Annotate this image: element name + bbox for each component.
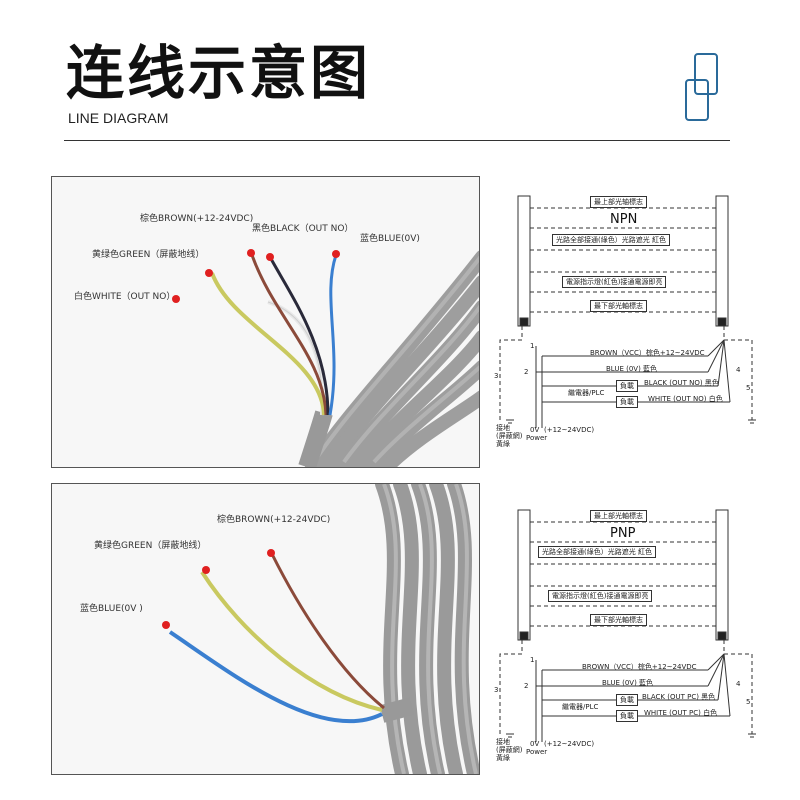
label-power-indicator: 電源指示燈(紅色)接通電源即亮 xyxy=(548,590,653,602)
label-brown: BROWN（VCC）棕色+12~24VDC xyxy=(582,663,697,671)
terminal-3: 3 xyxy=(494,372,499,380)
label-black: 黑色BLACK（OUT NO） xyxy=(252,224,354,234)
label-power: Power xyxy=(526,748,548,756)
terminal-2: 2 xyxy=(524,682,529,690)
terminal-5: 5 xyxy=(746,384,751,392)
marker-green xyxy=(202,566,210,574)
brand-logo-icon xyxy=(685,53,718,121)
label-white: 白色WHITE（OUT NO） xyxy=(74,292,176,302)
label-load-1: 負載 xyxy=(616,694,638,706)
label-vdc: (+12~24VDC) xyxy=(544,426,595,434)
label-status: 光路全部接通(綠色）光路遮光 紅色 xyxy=(552,234,670,246)
marker-brown xyxy=(247,249,255,257)
page-subtitle: LINE DIAGRAM xyxy=(68,110,169,126)
terminal-4: 4 xyxy=(736,680,741,688)
label-blue: 蓝色BLUE(0V ) xyxy=(80,604,143,614)
wiring-diagram-npn-lines xyxy=(499,195,756,428)
label-ground: 接地 (屏蔽網) 黃綠 xyxy=(496,738,523,762)
terminal-1: 1 xyxy=(530,342,535,350)
label-brown: 棕色BROWN(+12-24VDC) xyxy=(140,214,254,224)
label-blue: BLUE (0V) 藍色 xyxy=(602,679,654,687)
terminal-4: 4 xyxy=(736,366,741,374)
label-load-1: 負載 xyxy=(616,380,638,392)
terminal-5: 5 xyxy=(746,698,751,706)
diagram-type: PNP xyxy=(610,526,636,541)
marker-black xyxy=(266,253,274,261)
label-relay: 繼電器/PLC xyxy=(562,703,599,711)
label-white: WHITE (OUT NO) 白色 xyxy=(648,395,723,403)
wiring-diagram-pnp-lines xyxy=(499,509,756,742)
marker-white xyxy=(172,295,180,303)
label-vdc: (+12~24VDC) xyxy=(544,740,595,748)
label-brown: BROWN（VCC）棕色+12~24VDC xyxy=(590,349,705,357)
diagram-type: NPN xyxy=(610,212,638,227)
label-load-2: 負載 xyxy=(616,710,638,722)
label-power: Power xyxy=(526,434,548,442)
label-black: BLACK (OUT NO) 黑色 xyxy=(644,379,719,387)
label-black: BLACK (OUT PC) 黑色 xyxy=(642,693,716,701)
label-load-2: 負載 xyxy=(616,396,638,408)
label-green: 黄绿色GREEN（屏蔽地线） xyxy=(92,250,205,260)
label-zero-v: 0V xyxy=(530,740,540,748)
label-top-beam: 最上部光轴標志 xyxy=(590,196,647,208)
label-top-beam: 最上部光軸標志 xyxy=(590,510,647,522)
label-blue: BLUE (0V) 藍色 xyxy=(606,365,658,373)
marker-brown xyxy=(267,549,275,557)
wiring-diagram-npn: 最上部光轴標志 NPN 光路全部接通(綠色）光路遮光 紅色 電源指示燈(紅色)接… xyxy=(492,180,762,460)
header-divider xyxy=(64,140,730,141)
label-blue: 蓝色BLUE(0V) xyxy=(360,234,420,244)
terminal-2: 2 xyxy=(524,368,529,376)
marker-blue xyxy=(162,621,170,629)
wire-photo-npn: 白色WHITE（OUT NO） 黄绿色GREEN（屏蔽地线） 棕色BROWN(+… xyxy=(51,176,480,468)
wire-photo-npn-art xyxy=(210,250,479,467)
label-bottom-beam: 最下部光軸標志 xyxy=(590,614,647,626)
label-status: 光路全部接通(綠色）光路遮光 紅色 xyxy=(538,546,656,558)
marker-blue xyxy=(332,250,340,258)
label-zero-v: 0V xyxy=(530,426,540,434)
wiring-diagram-pnp: 最上部光軸標志 PNP 光路全部接通(綠色）光路遮光 紅色 電源指示燈(紅色)接… xyxy=(492,500,762,780)
label-power-indicator: 電源指示燈(紅色)接通電源即亮 xyxy=(562,276,667,288)
label-ground: 接地 (屏蔽網) 黃綠 xyxy=(496,424,523,448)
terminal-3: 3 xyxy=(494,686,499,694)
page-title: 连线示意图 xyxy=(66,39,372,107)
label-relay: 繼電器/PLC xyxy=(568,389,605,397)
wire-photo-pnp-art xyxy=(168,484,479,774)
label-white: WHITE (OUT PC) 白色 xyxy=(644,709,718,717)
label-green: 黄绿色GREEN（屏蔽地线） xyxy=(94,541,207,551)
label-brown: 棕色BROWN(+12-24VDC) xyxy=(217,515,331,525)
label-bottom-beam: 最下部光軸標志 xyxy=(590,300,647,312)
terminal-1: 1 xyxy=(530,656,535,664)
marker-green xyxy=(205,269,213,277)
wire-photo-pnp: 棕色BROWN(+12-24VDC) 黄绿色GREEN（屏蔽地线） 蓝色BLUE… xyxy=(51,483,480,775)
